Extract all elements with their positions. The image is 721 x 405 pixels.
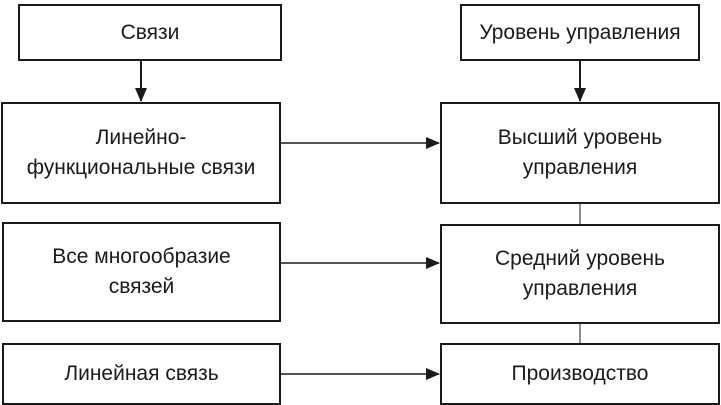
linear-functional-links-box: Линейно- функциональные связи bbox=[1, 102, 281, 204]
top-management-level-box: Высший уровень управления bbox=[440, 102, 720, 204]
linear-functional-links-line2: функциональные связи bbox=[26, 156, 256, 179]
linear-link-label: Линейная связь bbox=[64, 362, 219, 385]
middle-management-level-line2: управления bbox=[522, 277, 638, 300]
middle-management-level-box: Средний уровень управления bbox=[440, 224, 720, 324]
top-management-level-line1: Высший уровень bbox=[497, 126, 663, 149]
top-management-level-text: Высший уровень управления bbox=[498, 123, 663, 183]
all-diversity-links-text: Все многообразие связей bbox=[52, 242, 230, 302]
linear-functional-links-text: Линейно- функциональные связи bbox=[27, 123, 256, 183]
production-box: Производство bbox=[440, 343, 720, 405]
all-diversity-links-box: Все многообразие связей bbox=[2, 222, 281, 322]
links-header-label: Связи bbox=[120, 20, 180, 44]
linear-link-box: Линейная связь bbox=[2, 343, 281, 405]
all-diversity-links-line1: Все многообразие bbox=[52, 245, 231, 268]
middle-management-level-text: Средний уровень управления bbox=[495, 244, 665, 304]
management-level-header-label: Уровень управления bbox=[479, 20, 681, 44]
management-level-header-box: Уровень управления bbox=[460, 4, 700, 61]
middle-management-level-line1: Средний уровень bbox=[495, 247, 665, 270]
top-management-level-line2: управления bbox=[522, 156, 638, 179]
linear-functional-links-line1: Линейно- bbox=[95, 126, 187, 149]
production-label: Производство bbox=[511, 362, 649, 385]
links-header-box: Связи bbox=[18, 4, 282, 61]
all-diversity-links-line2: связей bbox=[108, 275, 175, 298]
